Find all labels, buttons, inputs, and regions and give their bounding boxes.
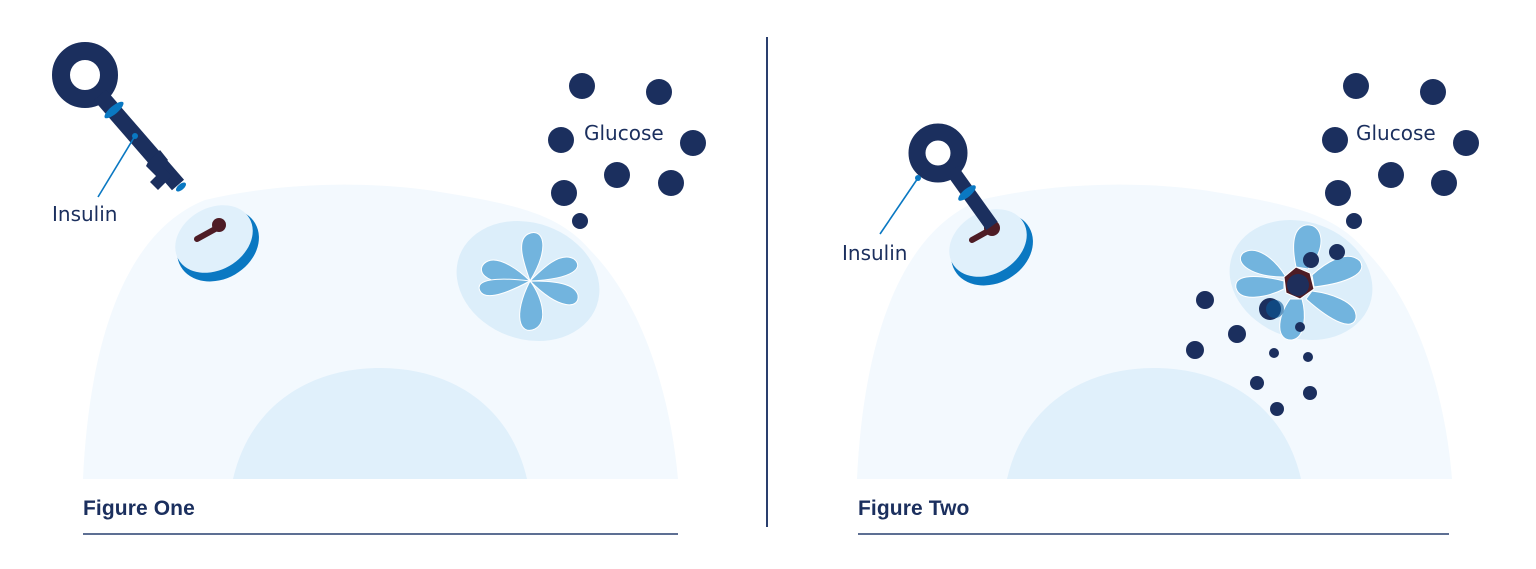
figure-one-panel: Insulin Glucose Figure One (0, 0, 766, 569)
glucose-transporter-icon (456, 221, 600, 341)
glucose-molecules-inside (1186, 291, 1317, 416)
insulin-label: Insulin (52, 202, 118, 226)
insulin-receptor-icon (175, 205, 259, 282)
figure-one-illustration (52, 42, 706, 479)
figure-two-illustration (857, 73, 1479, 479)
insulin-receptor-icon (949, 209, 1033, 286)
glucose-molecules-outside (1322, 73, 1479, 229)
glucose-label: Glucose (584, 121, 664, 145)
nucleus (1007, 368, 1301, 479)
glucose-label: Glucose (1356, 121, 1436, 145)
insulin-label: Insulin (842, 241, 908, 265)
figure-underline (83, 533, 678, 535)
nucleus (233, 368, 527, 479)
insulin-key-icon (879, 123, 998, 235)
insulin-key-icon (52, 42, 186, 198)
glucose-molecules (548, 73, 706, 229)
figure-title: Figure Two (858, 497, 970, 520)
figure-two-panel: Insulin Glucose Figure Two (768, 0, 1536, 569)
figure-underline (858, 533, 1449, 535)
panel-divider (766, 37, 768, 527)
figure-title: Figure One (83, 497, 195, 520)
glucose-transporter-icon (1229, 220, 1373, 341)
